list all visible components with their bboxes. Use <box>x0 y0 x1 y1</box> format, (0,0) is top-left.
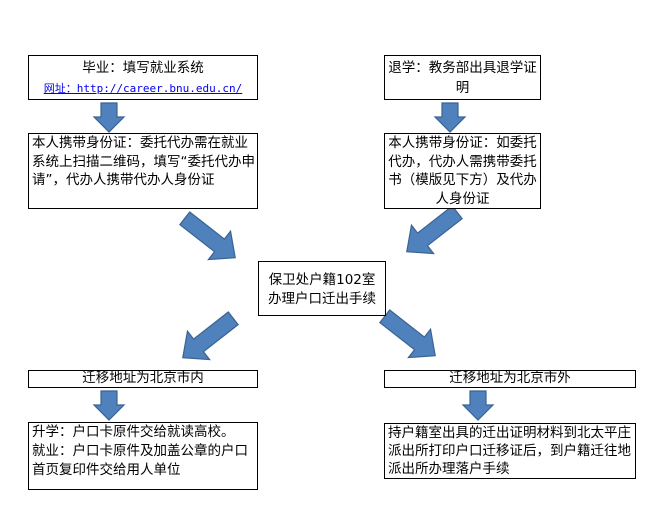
office-line-1: 保卫处户籍102室 <box>268 272 376 288</box>
beijing-inside-title-box: 迁移地址为北京市内 <box>28 370 258 388</box>
withdraw-title: 退学：教务部出具退学证明 <box>388 60 537 96</box>
beijing-inside-line-1: 升学：户口卡原件交给就读高校。 <box>32 424 235 440</box>
beijing-outside-title-box: 迁移地址为北京市外 <box>384 370 636 388</box>
graduate-box: 毕业：填写就业系统 网址：http://career.bnu.edu.cn/ <box>28 55 258 100</box>
beijing-inside-title: 迁移地址为北京市内 <box>82 370 204 386</box>
arrow-down-icon <box>92 102 126 133</box>
graduate-step-text: 本人携带身份证：委托代办需在就业系统上扫描二维码，填写“委托代办申请”，代办人携… <box>32 135 255 188</box>
beijing-outside-step-box: 持户籍室出具的迁出证明材料到北太平庄派出所打印户口迁移证后，到户籍迁往地派出所办… <box>384 423 636 479</box>
arrow-down-icon <box>461 390 495 421</box>
beijing-outside-step-text: 持户籍室出具的迁出证明材料到北太平庄派出所打印户口迁移证后，到户籍迁往地派出所办… <box>388 425 631 477</box>
withdraw-box: 退学：教务部出具退学证明 <box>384 55 541 100</box>
arrow-down-icon <box>433 102 467 133</box>
arrow-diagonal-icon <box>406 205 463 255</box>
career-link[interactable]: 网址：http://career.bnu.edu.cn/ <box>43 82 243 95</box>
withdraw-step-box: 本人携带身份证：如委托代办，代办人需携带委托书（模版见下方）及代办人身份证 <box>384 133 541 209</box>
household-office-box: 保卫处户籍102室 办理户口迁出手续 <box>258 261 386 316</box>
beijing-inside-line-2: 就业：户口卡原件及加盖公章的户口首页复印件交给用人单位 <box>32 443 248 478</box>
beijing-inside-step-box: 升学：户口卡原件交给就读高校。 就业：户口卡原件及加盖公章的户口首页复印件交给用… <box>28 422 258 490</box>
graduate-title: 毕业：填写就业系统 <box>82 60 204 76</box>
arrow-diagonal-icon <box>179 211 236 261</box>
withdraw-step-text: 本人携带身份证：如委托代办，代办人需携带委托书（模版见下方）及代办人身份证 <box>388 135 537 207</box>
arrow-diagonal-icon <box>379 309 436 359</box>
arrow-diagonal-icon <box>182 311 239 361</box>
office-line-2: 办理户口迁出手续 <box>268 291 376 307</box>
graduate-step-box: 本人携带身份证：委托代办需在就业系统上扫描二维码，填写“委托代办申请”，代办人携… <box>28 133 258 209</box>
arrow-down-icon <box>92 390 126 421</box>
beijing-outside-title: 迁移地址为北京市外 <box>449 370 571 386</box>
